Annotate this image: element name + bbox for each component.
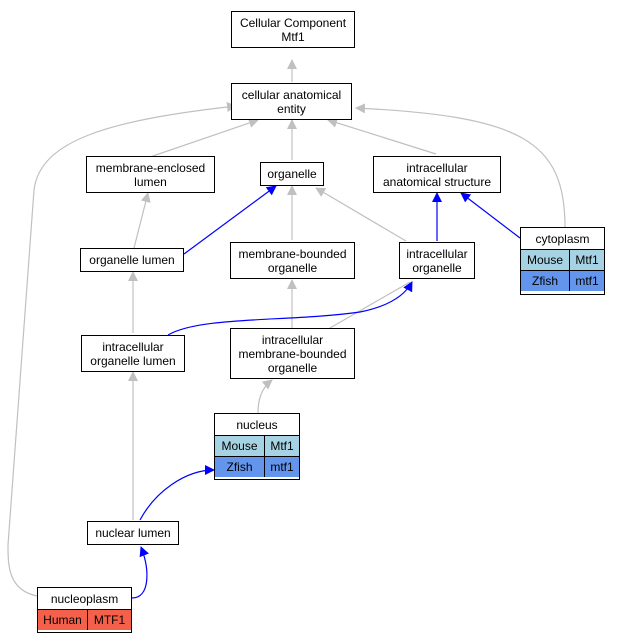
species-row: Zfish mtf1	[521, 271, 604, 291]
node-membrane-enclosed-lumen[interactable]: membrane-enclosed lumen	[86, 156, 215, 193]
node-label: membrane-enclosed	[95, 160, 206, 175]
node-label: intracellular	[406, 160, 468, 175]
gene-cell: mtf1	[575, 274, 599, 288]
node-label: Cellular Component	[239, 15, 347, 30]
edge-io-to-org	[315, 187, 407, 242]
node-label: lumen	[134, 174, 167, 189]
gene-cell: Mtf1	[270, 439, 294, 453]
node-label: organelle lumen	[90, 353, 176, 368]
edge-nucleus-to-imbo	[257, 379, 273, 414]
node-intracellular-membrane-bounded-organelle[interactable]: intracellular membrane-bounded organelle	[230, 328, 355, 379]
node-label: organelle	[267, 360, 318, 375]
species-cell: Mouse	[521, 250, 570, 270]
node-title: nucleus	[215, 414, 299, 436]
node-label: organelle	[412, 260, 462, 275]
node-label: organelle lumen	[89, 253, 175, 267]
edge-nucleoplasm-to-cae	[7, 102, 237, 597]
edge-cyto-to-cae	[355, 103, 566, 228]
node-label: nuclear lumen	[95, 526, 171, 540]
species-cell: Human	[38, 610, 88, 630]
gene-cell: mtf1	[270, 460, 294, 474]
species-row: Mouse Mtf1	[521, 250, 604, 271]
edge-mel-to-cae	[149, 118, 259, 158]
node-cellular-component[interactable]: Cellular Component Mtf1	[231, 11, 355, 48]
edge-iol-to-io	[167, 281, 413, 336]
species-cell: Zfish	[215, 457, 265, 477]
gene-cell: Mtf1	[575, 253, 599, 267]
edge-ol-to-mel	[133, 192, 151, 249]
node-label: anatomical structure	[382, 174, 492, 189]
node-intracellular-anatomical-structure[interactable]: intracellular anatomical structure	[373, 156, 501, 193]
node-intracellular-organelle-lumen[interactable]: intracellular organelle lumen	[81, 335, 185, 372]
node-label: intracellular	[406, 246, 468, 261]
node-cytoplasm[interactable]: cytoplasm Mouse Mtf1 Zfish mtf1	[520, 227, 605, 295]
node-organelle-lumen[interactable]: organelle lumen	[80, 248, 184, 272]
species-cell: Mouse	[215, 436, 265, 456]
node-label: entity	[277, 101, 306, 116]
node-label: intracellular	[102, 339, 164, 354]
species-cell: Zfish	[521, 271, 570, 291]
edge-ol-to-org	[183, 185, 277, 255]
edge-cyto-to-ias	[460, 192, 521, 239]
species-row: Mouse Mtf1	[215, 436, 299, 457]
node-organelle[interactable]: organelle	[260, 162, 324, 186]
node-label: organelle	[267, 260, 318, 275]
node-label: membrane-bounded	[238, 346, 347, 361]
node-nucleus[interactable]: nucleus Mouse Mtf1 Zfish mtf1	[214, 413, 300, 480]
edge-nl-to-nucleus	[139, 465, 215, 521]
edge-imbo-to-io	[329, 281, 411, 329]
node-label: intracellular	[261, 332, 324, 347]
node-title: nucleoplasm	[38, 588, 131, 610]
node-label: cellular anatomical	[241, 87, 342, 102]
gene-cell: MTF1	[93, 613, 126, 627]
edge-ias-to-cae	[327, 117, 437, 155]
node-title: cytoplasm	[521, 228, 604, 250]
node-label: organelle	[267, 167, 317, 181]
node-label: Mtf1	[281, 29, 305, 44]
node-cellular-anatomical-entity[interactable]: cellular anatomical entity	[231, 83, 352, 120]
node-label: membrane-bounded	[238, 246, 347, 261]
species-row: Human MTF1	[38, 610, 131, 630]
species-row: Zfish mtf1	[215, 457, 299, 477]
node-intracellular-organelle[interactable]: intracellular organelle	[399, 242, 475, 279]
node-membrane-bounded-organelle[interactable]: membrane-bounded organelle	[230, 242, 355, 279]
edge-nucleoplasm-to-nl	[131, 546, 149, 599]
node-nuclear-lumen[interactable]: nuclear lumen	[87, 521, 179, 545]
node-nucleoplasm[interactable]: nucleoplasm Human MTF1	[37, 587, 132, 633]
